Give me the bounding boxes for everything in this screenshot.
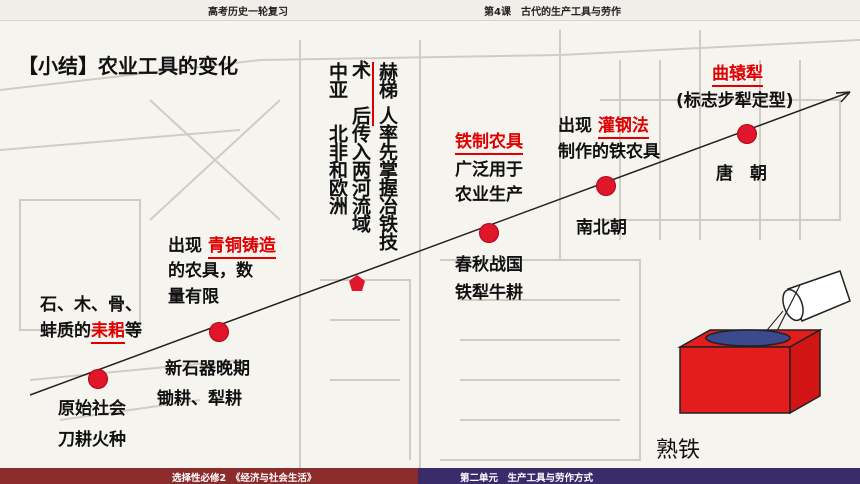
illustration-label: 熟铁	[656, 438, 701, 463]
stage4-period: 春秋战国	[455, 255, 523, 275]
stage3-col-africa-europe: 北非和欧洲	[326, 124, 348, 214]
timeline-dot-spring-autumn	[480, 224, 498, 242]
stage6-desc-line2: (标志步犁定型)	[676, 91, 794, 111]
stage5-period: 南北朝	[576, 218, 627, 238]
stage1-key-tool: 耒耜	[91, 321, 125, 344]
stage6-period: 唐 朝	[716, 164, 767, 184]
stage3-col-iron: 人率先掌握冶铁技	[376, 106, 398, 250]
footer-left: 选择性必修2 《经济与社会生活》	[0, 468, 418, 484]
stage2-method: 锄耕、犁耕	[157, 389, 242, 409]
timeline-dot-northern-southern	[597, 177, 615, 195]
stage1-period: 原始社会	[58, 399, 126, 419]
lesson-title: 第4课 古代的生产工具与劳作	[484, 7, 621, 18]
stage5-key-steel: 灌钢法	[597, 116, 649, 139]
footer-right: 第二单元 生产工具与劳作方式	[418, 468, 860, 484]
stage5-desc-line2: 制作的铁农具	[558, 142, 660, 162]
stage3-highlight-line	[372, 62, 374, 126]
timeline-marker-hittite	[349, 275, 365, 291]
timeline-dot-tang	[738, 125, 756, 143]
stage6-key-plough: 曲辕犁	[712, 62, 763, 87]
stage2-key-tech: 青铜铸造	[207, 236, 276, 259]
header-bar: 高考历史一轮复习 第4课 古代的生产工具与劳作	[0, 0, 860, 21]
footer-bar: 选择性必修2 《经济与社会生活》 第二单元 生产工具与劳作方式	[0, 468, 860, 484]
stage1-method: 刀耕火种	[58, 430, 126, 450]
stage5-desc-line1: 出现 灌钢法	[558, 114, 649, 139]
stage3-col-tech: 术	[349, 60, 371, 78]
stage4-key-iron-tools: 铁制农具	[455, 130, 523, 155]
stage4-desc-line3: 农业生产	[455, 185, 523, 205]
stage4-method: 铁犁牛耕	[455, 283, 523, 303]
course-name: 高考历史一轮复习	[208, 7, 288, 18]
timeline-dot-neolithic	[210, 323, 228, 341]
timeline-dot-primitive	[89, 370, 107, 388]
stage1-desc-line2: 蚌质的耒耜等	[40, 319, 142, 344]
stage2-desc-line2: 的农具，数	[168, 261, 253, 281]
stage2-desc-line1: 出现 青铜铸造	[168, 234, 276, 259]
page-title: 【小结】农业工具的变化	[18, 54, 238, 78]
stage1-desc-line1: 石、木、骨、	[40, 295, 142, 315]
stage3-key-hittite: 赫梯	[376, 62, 398, 98]
stage2-period: 新石器晚期	[165, 359, 250, 379]
steel-pouring-illustration	[677, 270, 851, 415]
stage3-col-asia: 中亚	[326, 62, 348, 98]
stage4-desc-line2: 广泛用于	[455, 160, 523, 180]
stage2-desc-line3: 量有限	[168, 287, 219, 307]
stage3-col-spread: 后传入两河流域	[349, 106, 371, 232]
